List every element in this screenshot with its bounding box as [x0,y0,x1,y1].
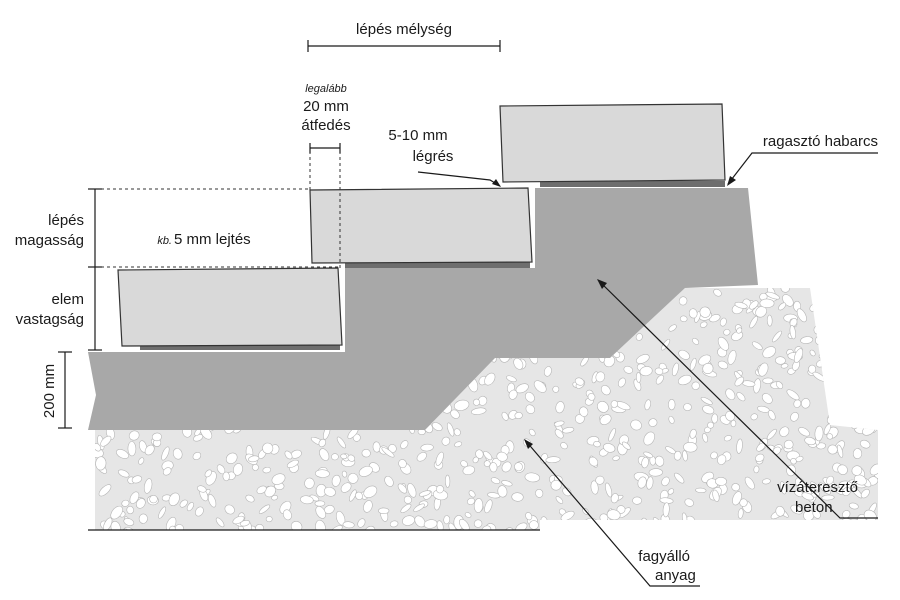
frost-arrowhead [524,439,533,449]
slope-prefix-label: kb. [157,235,172,247]
overlap-value-label: 20 mm [303,98,349,115]
stone-lower [117,267,343,347]
slab-thickness-label: 200 mm [41,364,58,418]
stone-upper [499,103,726,183]
concrete-label-1: vízáteresztő [777,479,858,496]
stone-middle [309,187,533,264]
overlap-prefix-label: legalább [305,83,347,95]
overlap-text-label: átfedés [301,117,350,134]
step-depth-label: lépés mélység [356,21,452,38]
mortar-arrowhead [727,176,736,186]
concrete-arrowhead [597,279,607,289]
frost-leader [524,439,700,587]
mortar-top [540,181,725,187]
gap-value-label: 5-10 mm [388,127,447,144]
slope-label: 5 mm lejtés [174,231,251,248]
mortar-bottom [140,344,340,350]
frost-label-2: anyag [655,567,696,584]
gap-leader [417,171,501,187]
step-height-label-2: magasság [15,232,84,249]
element-thickness-label-2: vastagság [16,311,84,328]
mortar-label: ragasztó habarcs [763,133,878,150]
mortar-leader [727,152,878,185]
mortar-middle [345,262,530,268]
concrete-leader [597,279,878,519]
concrete-body [88,188,758,430]
gap-arrowhead [492,179,501,187]
element-thickness-label-1: elem [51,291,84,308]
frost-label-1: fagyálló [638,548,690,565]
step-height-label-1: lépés [48,212,84,229]
concrete-label-2: beton [795,499,833,516]
gap-text-label: légrés [413,148,454,165]
